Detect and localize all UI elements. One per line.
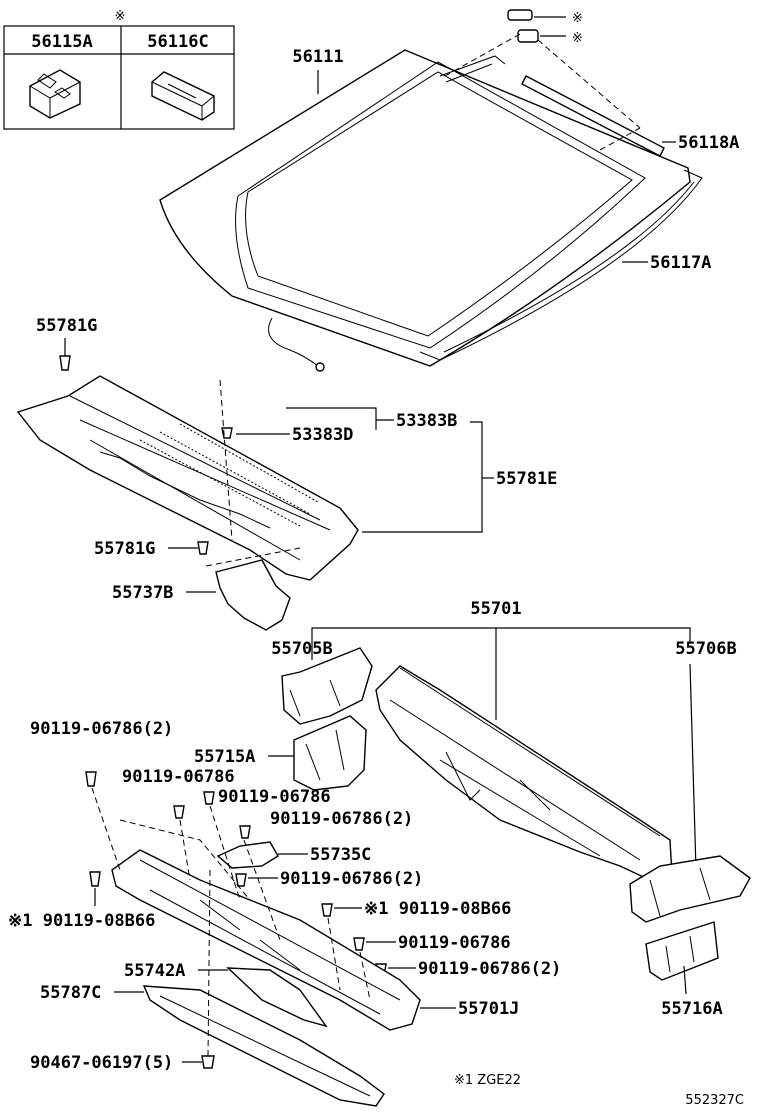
label-bolt-90119-2d: 90119-06786(2) xyxy=(418,959,561,979)
bolt-icon xyxy=(321,903,333,917)
label-bolt-g-mid: 55781G xyxy=(94,539,155,559)
label-lower-panel-j: 55701J xyxy=(458,999,519,1019)
label-brace-a: 55715A xyxy=(194,747,255,767)
label-bracket-16a: 55716A xyxy=(661,999,722,1019)
weatherstrip-drawing xyxy=(3,242,284,405)
bolt-icon xyxy=(173,805,185,819)
label-molding-top: 56118A xyxy=(678,133,739,153)
bolt-icon xyxy=(353,937,365,951)
bracket-55705b-drawing xyxy=(281,647,373,725)
label-molding-side: 56117A xyxy=(650,253,711,273)
bolt-icon xyxy=(235,873,247,887)
inset-box: ※ 56115A 56116C xyxy=(3,9,235,130)
molding-56118a-drawing xyxy=(521,75,665,157)
brace-55715a-drawing xyxy=(293,715,367,791)
label-bracket-left: 55705B xyxy=(271,639,332,659)
bolt-icon xyxy=(239,825,251,839)
label-clip-90467: 90467-06197(5) xyxy=(30,1053,173,1073)
label-windshield: 56111 xyxy=(292,47,343,67)
label-marker-top1: ※ xyxy=(572,11,583,26)
label-bracket-c: 55735C xyxy=(310,845,371,865)
louver-55781e-drawing xyxy=(16,375,359,581)
cowl-panel-55701-drawing xyxy=(375,665,673,881)
label-bracket-right: 55706B xyxy=(675,639,736,659)
footnote: ※1 ZGE22 xyxy=(454,1073,521,1088)
lower-panel-55701j-drawing xyxy=(111,849,421,1031)
inset-marker: ※ xyxy=(115,9,126,24)
label-bolt-08b66-left: ※1 90119-08B66 xyxy=(8,911,155,931)
seal-55737b-drawing xyxy=(205,547,301,631)
label-bolt-90119-a: 90119-06786 xyxy=(122,767,235,787)
label-bolt-90119-2c: 90119-06786(2) xyxy=(280,869,423,889)
label-bolt-08b66-right: ※1 90119-08B66 xyxy=(364,899,511,919)
diagram-id: 552327C xyxy=(685,1093,744,1108)
label-pad-a: 55742A xyxy=(124,961,185,981)
top-clips-drawing xyxy=(444,9,641,151)
label-bolt-90119-b: 90119-06786 xyxy=(218,787,331,807)
molding-56117a-drawing xyxy=(419,55,703,361)
bolt-icon xyxy=(197,541,209,555)
label-bolt-90119-2a: 90119-06786(2) xyxy=(30,719,173,739)
label-cowl-panel: 55701 xyxy=(470,599,521,619)
label-seal-b: 55737B xyxy=(112,583,173,603)
label-bolt-90119-c: 90119-06786 xyxy=(398,933,511,953)
bracket-55716a-drawing xyxy=(645,921,719,981)
bolt-icon xyxy=(89,871,101,887)
clip-56116c-drawing xyxy=(151,71,215,121)
label-louver-e: 55781E xyxy=(496,469,557,489)
windshield-drawing xyxy=(159,49,691,372)
label-marker-top2: ※ xyxy=(572,31,583,46)
label-bolt-g-top: 55781G xyxy=(36,316,97,336)
clip-56115a-drawing xyxy=(29,69,81,119)
bracket-55735c-drawing xyxy=(216,841,279,869)
bolt-icon xyxy=(85,771,97,787)
bolt-icon xyxy=(203,791,215,805)
label-bolt-90119-2b: 90119-06786(2) xyxy=(270,809,413,829)
label-clip-b: 53383B xyxy=(396,411,457,431)
bolt-icon xyxy=(59,338,71,371)
inset-right-label: 56116C xyxy=(147,32,208,52)
clip-icon xyxy=(201,1055,215,1069)
label-clip-d: 53383D xyxy=(292,425,353,445)
bracket-55706b-drawing xyxy=(629,855,751,923)
seal-55787c-drawing xyxy=(142,985,385,1107)
inset-left-label: 56115A xyxy=(31,32,92,52)
pad-55742a-drawing xyxy=(226,967,328,1028)
label-seal-c: 55787C xyxy=(40,983,101,1003)
